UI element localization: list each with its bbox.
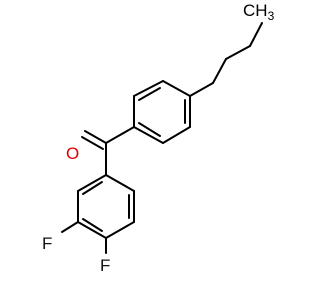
ring-bottom-double-bond (82, 181, 103, 195)
molecule-diagram: O F F CH3 (42, 1, 275, 275)
ring-bottom-bond (105, 174, 135, 192)
bond-c3-c4 (249, 22, 263, 47)
methyl-text: CH (243, 1, 268, 20)
fluorine-bonds (61, 221, 107, 254)
benzene-ring-bottom (77, 174, 135, 239)
benzene-ring-top (133, 80, 191, 144)
butyl-chain (189, 22, 263, 97)
carbonyl-group (81, 126, 135, 176)
bond-c1-c2 (212, 58, 227, 84)
oxygen-atom-label: O (66, 144, 79, 163)
ring-top-bond (133, 126, 164, 144)
ring-bottom-bond (105, 221, 135, 239)
bond-ring-to-c1 (189, 82, 214, 97)
ring-top-bond (133, 80, 164, 97)
methyl-subscript: 3 (268, 9, 275, 23)
fluorine-atom-label-4: F (100, 256, 110, 275)
bond-c3-fluorine (61, 221, 79, 233)
bond-carbonyl-double-a (84, 130, 107, 144)
ring-top-double-bond (138, 122, 161, 137)
bond-c2-c3 (225, 45, 251, 60)
bond-ring-to-carbonyl (105, 126, 135, 144)
ring-bottom-double-bond (82, 218, 103, 232)
ring-top-double-bond (138, 87, 161, 101)
ring-top-bond (162, 80, 191, 97)
ring-top-bond (162, 126, 191, 144)
ring-bottom-bond (77, 221, 107, 239)
methyl-group-label: CH3 (243, 1, 275, 23)
bond-carbonyl-double-b (81, 136, 104, 150)
fluorine-atom-label-3: F (42, 234, 52, 253)
ring-bottom-bond (77, 174, 107, 192)
